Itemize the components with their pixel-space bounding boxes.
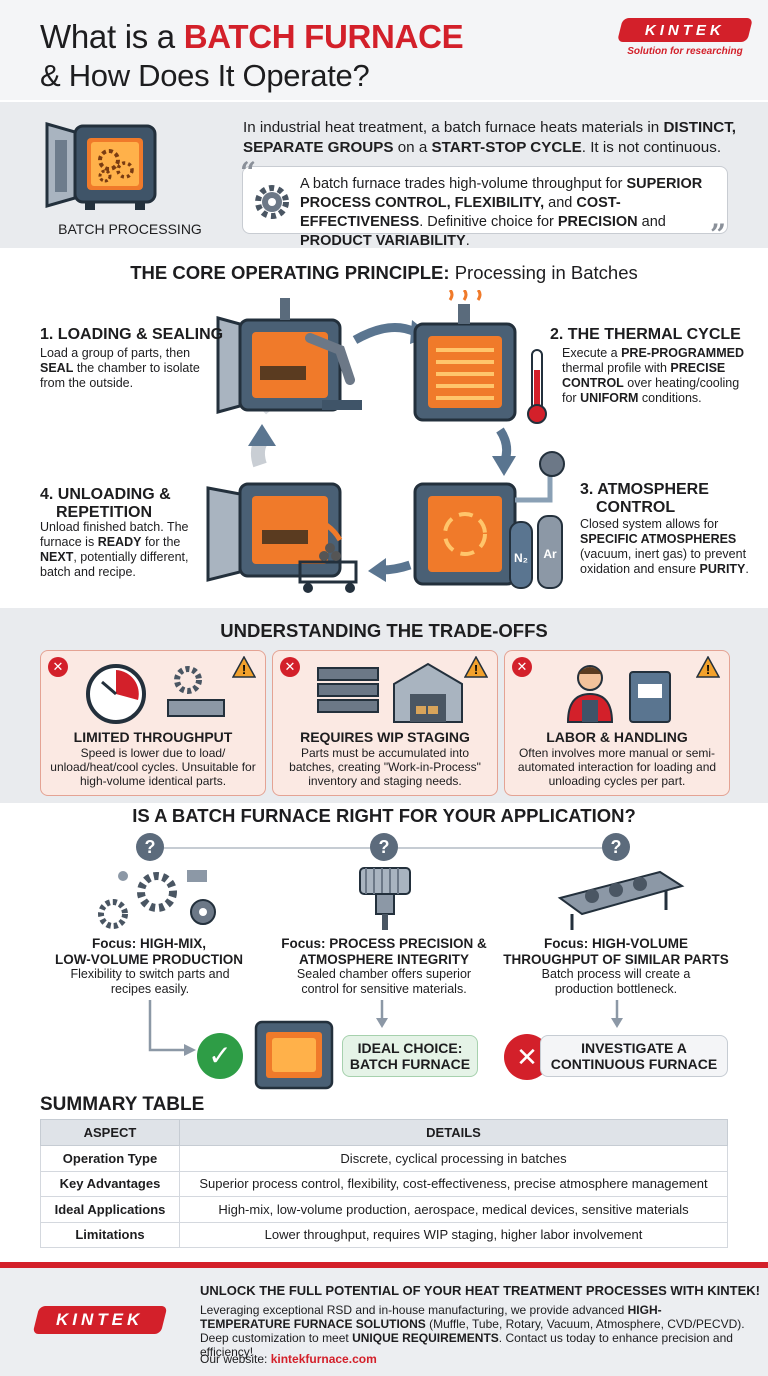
tradeoffs-title: UNDERSTANDING THE TRADE-OFFS [220,620,548,641]
title-highlight: BATCH FURNACE [183,18,464,55]
table-row: Operation Type Discrete, cyclical proces… [40,1145,728,1172]
step-2-title: 2. THE THERMAL CYCLE [550,326,741,343]
process-cycle-diagram: N₂ Ar [206,290,565,593]
ideal-choice-box: IDEAL CHOICE:BATCH FURNACE [342,1035,478,1077]
footer-title: UNLOCK THE FULL POTENTIAL OF YOUR HEAT T… [200,1283,760,1298]
question-icon: ? [602,833,630,861]
timer-gears-icon [86,664,225,724]
cycle-arrow-2 [496,427,512,462]
intro-text: In industrial heat treatment, a batch fu… [243,119,736,156]
table-cell: Superior process control, flexibility, c… [179,1170,728,1197]
step-4-text: Unload finished batch. The furnace is RE… [40,520,189,579]
table-cell: Lower throughput, requires WIP staging, … [179,1221,728,1248]
step-1-text: Load a group of parts, then SEAL the cha… [40,346,200,390]
tradeoff-3-title: LABOR & HANDLING [546,729,688,745]
warning-icon: ! [232,656,256,678]
table-cell: High-mix, low-volume production, aerospa… [179,1196,728,1223]
table-cell: Key Advantages [40,1170,180,1197]
quote-text: A batch furnace trades high-volume throu… [300,176,703,249]
svg-text:!: ! [474,662,478,677]
table-header-row: ASPECT DETAILS [40,1119,728,1146]
footer-text: Leveraging exceptional RSD and in-house … [200,1303,745,1359]
page-title: What is a BATCH FURNACE [40,18,464,55]
page-title-line2: & How Does It Operate? [40,58,370,93]
kintek-logo[interactable]: KINTEK [32,1306,168,1334]
column-header-aspect: ASPECT [40,1119,180,1146]
focus-1-title: Focus: HIGH-MIX,LOW-VOLUME PRODUCTION [55,936,243,967]
x-icon: ✕ [512,657,532,677]
application-title: IS A BATCH FURNACE RIGHT FOR YOUR APPLIC… [132,805,636,826]
tradeoff-3-text: Often involves more manual or semi-autom… [517,746,717,788]
table-row: Key Advantages Superior process control,… [40,1170,728,1197]
svg-text:!: ! [706,662,710,677]
table-cell: Ideal Applications [40,1196,180,1223]
tradeoff-card-labor [504,650,730,796]
warning-icon: ! [696,656,720,678]
question-icon: ? [370,833,398,861]
brand-tagline: Solution for researching [627,46,743,57]
table-cell: Discrete, cyclical processing in batches [179,1145,728,1172]
loading-furnace-icon [216,298,362,414]
conveyor-belt-icon [557,870,685,930]
batch-furnace-icon [254,1020,334,1090]
summary-table: ASPECT DETAILS Operation Type Discrete, … [40,1119,728,1248]
svg-text:!: ! [242,662,246,677]
warning-icon: ! [464,656,488,678]
table-cell: Operation Type [40,1145,180,1172]
checkmark-icon: ✓ [197,1033,243,1079]
core-principle-title: THE CORE OPERATING PRINCIPLE: Processing… [130,262,638,283]
x-icon: ✕ [48,657,68,677]
summary-title: SUMMARY TABLE [40,1094,205,1115]
website-link[interactable]: kintekfurnace.com [270,1352,377,1366]
atmosphere-furnace-icon: N₂ Ar [413,451,565,589]
tradeoff-2-title: REQUIRES WIP STAGING [300,729,470,745]
tradeoff-1-title: LIMITED THROUGHPUT [73,729,233,745]
decision-arrows [148,1000,623,1056]
worker-manual-icon [566,665,671,723]
step-3-text: Closed system allows for SPECIFIC ATMOSP… [580,517,749,576]
focus-3-text: Batch process will create a production b… [541,967,691,996]
intro-caption: BATCH PROCESSING [58,221,202,237]
precision-part-icon [359,867,411,930]
tradeoff-1-text: Speed is lower due to load/ unload/heat/… [50,746,256,788]
table-cell: Limitations [40,1221,180,1248]
header-band [0,0,768,100]
thermal-furnace-icon [413,290,547,424]
batch-furnace-icon [45,122,157,210]
table-row: Ideal Applications High-mix, low-volume … [40,1196,728,1223]
nitrogen-label: N₂ [514,551,528,565]
step-1-title: 1. LOADING & SEALING [40,326,224,343]
step-2-text: Execute a PRE-PROGRAMMED thermal profile… [562,346,744,405]
tradeoff-card-throughput [40,650,266,796]
x-icon: ✕ [280,657,300,677]
cycle-arrow-1 [352,323,417,344]
kintek-logo[interactable]: KINTEK Solution for researching [617,18,753,57]
gear-icon [255,185,289,219]
key-quote-box [242,166,728,234]
argon-label: Ar [543,547,557,561]
close-quote-icon: ” [710,218,727,251]
focus-2-title: Focus: PROCESS PRECISION &ATMOSPHERE INT… [281,936,487,967]
column-header-details: DETAILS [179,1119,728,1146]
open-quote-icon: “ [240,156,257,189]
stacked-trays-warehouse-icon [317,662,463,723]
question-icon: ? [136,833,164,861]
assorted-parts-icon [98,870,216,929]
cycle-arrow-3 [381,560,412,575]
step-4-title: 4. UNLOADING &REPETITION [40,486,171,521]
unloading-furnace-icon [206,482,358,593]
focus-1-text: Flexibility to switch parts and recipes … [70,967,230,996]
tradeoff-2-text: Parts must be accumulated into batches, … [289,746,481,788]
table-row: Limitations Lower throughput, requires W… [40,1221,728,1248]
footer-website: Our website: kintekfurnace.com [200,1352,377,1366]
focus-2-text: Sealed chamber offers superior control f… [296,967,472,996]
